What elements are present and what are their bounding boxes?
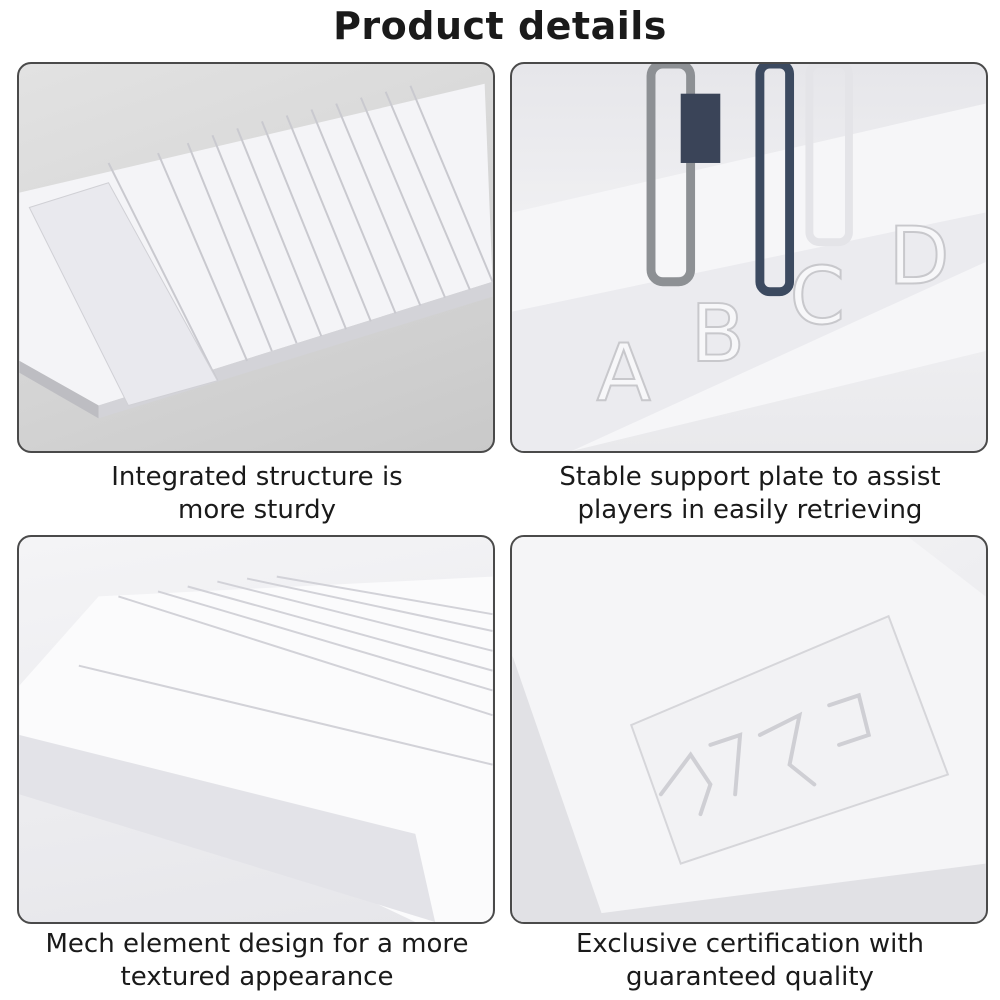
certification-mark-illustration <box>512 537 986 922</box>
product-photo-letter-slots: A B C D <box>510 62 988 453</box>
caption-line: Integrated structure is <box>111 462 403 492</box>
slot-letter-c: C <box>790 250 845 342</box>
caption-line: Stable support plate to assist <box>559 462 941 492</box>
slot-letter-d: D <box>889 211 950 303</box>
caption-line: Mech element design for a more <box>45 929 469 959</box>
caption-line: more sturdy <box>178 495 336 525</box>
tray-overview-illustration <box>19 83 493 419</box>
slot-letter-a: A <box>597 328 651 420</box>
embossed-logo-icon <box>658 692 872 817</box>
caption-line: Exclusive certification with <box>575 929 924 959</box>
caption-mech-design: Mech element design for a more textured … <box>17 928 497 994</box>
letter-slots-illustration: A B C D <box>512 64 986 451</box>
caption-line: textured appearance <box>120 962 394 992</box>
mech-design-illustration <box>19 575 493 922</box>
product-photo-tray-overview <box>17 62 495 453</box>
caption-line: players in easily retrieving <box>577 495 923 525</box>
product-photo-certification-mark <box>510 535 988 924</box>
product-photo-mech-design <box>17 535 495 924</box>
slot-letter-b: B <box>691 288 745 380</box>
page-title: Product details <box>333 4 667 48</box>
caption-stable-support: Stable support plate to assist players i… <box>510 461 990 527</box>
caption-certification: Exclusive certification with guaranteed … <box>510 928 990 994</box>
caption-integrated-structure: Integrated structure is more sturdy <box>17 461 497 527</box>
caption-line: guaranteed quality <box>626 962 874 992</box>
